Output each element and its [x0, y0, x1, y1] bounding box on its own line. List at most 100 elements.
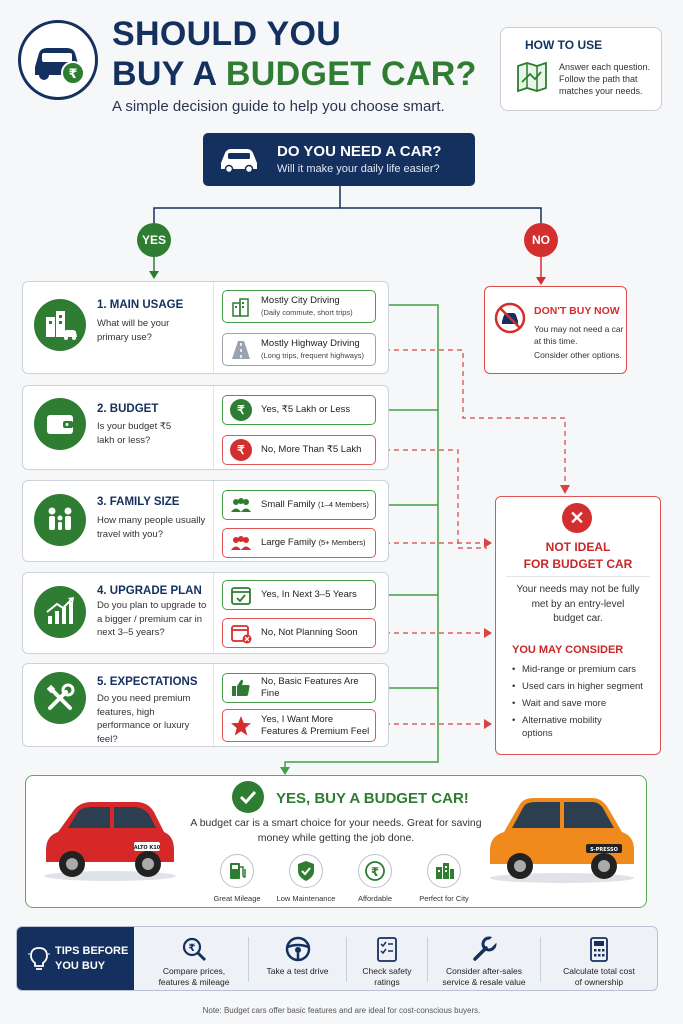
wallet-icon — [34, 398, 86, 450]
yes-result-box: ALTO K10 S-PRESSO YES, BUY A BUDGET CAR!… — [25, 775, 647, 908]
option-basic-features[interactable]: No, Basic Features Are Fine — [222, 673, 376, 703]
how-to-use-text: Answer each question. Follow the path th… — [559, 62, 651, 96]
how-to-use-panel: HOW TO USE Answer each question. Follow … — [500, 27, 662, 111]
option-label: Yes, I Want More Features & Premium Feel — [261, 713, 370, 737]
title-line-2: BUY A BUDGET CAR? — [112, 54, 477, 94]
tips-title-line-2: YOU BUY — [55, 960, 106, 972]
road-icon — [230, 339, 252, 361]
how-to-use-title: HOW TO USE — [525, 38, 603, 52]
page-title: SHOULD YOU BUY A BUDGET CAR? — [112, 14, 477, 94]
option-large-family[interactable]: Large Family (5+ Members) — [222, 528, 376, 558]
option-upgrade-no[interactable]: No, Not Planning Soon — [222, 618, 376, 648]
separator — [248, 937, 249, 982]
page-subtitle: A simple decision guide to help you choo… — [112, 98, 445, 115]
option-label: No, More Than ₹5 Lakh — [261, 444, 362, 455]
option-premium-features[interactable]: Yes, I Want More Features & Premium Feel — [222, 709, 376, 742]
consider-list: Mid-range or premium cars Used cars in h… — [512, 663, 656, 744]
option-label: Mostly City Driving — [261, 294, 340, 306]
option-upgrade-yes[interactable]: Yes, In Next 3–5 Years — [222, 580, 376, 610]
title-line-2-b: BUDGET CAR? — [225, 55, 477, 93]
question-upgrade-plan: 4. UPGRADE PLAN Do you plan to upgrade t… — [22, 572, 389, 654]
list-item: Mid-range or premium cars — [512, 663, 656, 676]
separator — [540, 937, 541, 982]
close-x-icon: ✕ — [562, 503, 592, 533]
family-icon — [34, 494, 86, 546]
red-hatchback-car-image: ALTO K10 — [40, 788, 180, 888]
option-label: No, Basic Features Are Fine — [261, 676, 359, 699]
feature-label: Affordable — [357, 894, 393, 903]
option-budget-yes[interactable]: ₹ Yes, ₹5 Lakh or Less — [222, 395, 376, 425]
tips-title-line-1: TIPS BEFORE — [55, 945, 129, 957]
not-ideal-desc: Your needs may not be fully met by an en… — [516, 584, 640, 624]
not-ideal-title: NOT IDEAL FOR BUDGET CAR — [496, 539, 660, 573]
tips-bar: TIPS BEFORE YOU BUY ₹ Compare prices, fe… — [16, 926, 658, 991]
option-highway-driving[interactable]: Mostly Highway Driving(Long trips, frequ… — [222, 333, 376, 366]
tip-after-sales: Consider after-sales service & resale va… — [428, 927, 540, 990]
tips-header: TIPS BEFORE YOU BUY — [17, 927, 134, 990]
dont-buy-title: DON'T BUY NOW — [534, 305, 620, 317]
yes-result-title: YES, BUY A BUDGET CAR! — [276, 790, 469, 807]
question-5-desc: Do you need premium features, high perfo… — [97, 693, 191, 745]
top-question-title: DO YOU NEED A CAR? — [277, 143, 442, 160]
feature-affordable: ₹ Affordable — [340, 854, 410, 903]
dont-buy-text: You may not need a car at this time. Con… — [534, 323, 624, 361]
option-label: Large Family — [261, 537, 316, 548]
rupee-icon: ₹ — [358, 854, 392, 888]
wrench-icon — [470, 935, 498, 963]
not-ideal-box: ✕ NOT IDEAL FOR BUDGET CAR Your needs ma… — [495, 496, 661, 755]
no-car-icon — [493, 301, 527, 340]
list-item: Used cars in higher segment — [512, 680, 656, 693]
dont-buy-line-1: You may not need a car at this time. — [534, 324, 624, 346]
feature-label: Perfect for City — [419, 894, 469, 903]
tip-total-cost: Calculate total cost of ownership — [541, 927, 657, 990]
option-small-family[interactable]: Small Family (1–4 Members) — [222, 490, 376, 520]
option-city-driving[interactable]: Mostly City Driving(Daily commute, short… — [222, 290, 376, 323]
feature-great-mileage: Great Mileage — [202, 854, 272, 903]
thumbs-up-icon — [230, 677, 252, 699]
list-item: Wait and save more — [512, 697, 656, 710]
fuel-pump-icon — [220, 854, 254, 888]
feature-low-maintenance: Low Maintenance — [271, 854, 341, 903]
checkmark-icon — [232, 781, 264, 813]
tip-text: Compare prices, features & mileage — [158, 966, 230, 987]
tip-text: Check safety ratings — [362, 966, 412, 987]
tip-compare-prices: ₹ Compare prices, features & mileage — [139, 927, 249, 990]
tip-text: Take a test drive — [266, 966, 329, 976]
separator — [427, 937, 428, 982]
option-note: (Long trips, frequent highways) — [261, 350, 364, 360]
option-budget-no[interactable]: ₹ No, More Than ₹5 Lakh — [222, 435, 376, 465]
car-right-badge: S-PRESSO — [590, 847, 618, 853]
not-ideal-title-line-2: FOR BUDGET CAR — [523, 557, 633, 571]
dont-buy-now-box: DON'T BUY NOW You may not need a car at … — [484, 286, 627, 374]
svg-text:₹: ₹ — [68, 67, 77, 82]
rupee-icon: ₹ — [230, 399, 252, 421]
orange-hatchback-car-image: S-PRESSO — [484, 790, 639, 890]
option-note: (Daily commute, short trips) — [261, 307, 353, 317]
tips-title: TIPS BEFORE YOU BUY — [55, 944, 128, 974]
question-divider — [213, 481, 214, 561]
not-ideal-title-line-1: NOT IDEAL — [545, 540, 611, 554]
tip-safety-ratings: Check safety ratings — [347, 927, 427, 990]
checklist-icon — [373, 935, 401, 963]
lightbulb-icon — [27, 945, 51, 978]
svg-text:₹: ₹ — [371, 865, 379, 879]
city-icon — [427, 854, 461, 888]
growth-chart-icon — [34, 586, 86, 638]
question-3-title: 3. FAMILY SIZE — [97, 496, 180, 508]
tools-icon — [34, 672, 86, 724]
feature-perfect-for-city: Perfect for City — [409, 854, 479, 903]
option-label: Mostly Highway Driving — [261, 337, 360, 349]
tip-text: Consider after-sales service & resale va… — [442, 966, 526, 987]
list-item: Alternative mobility options — [512, 714, 612, 740]
option-note: (1–4 Members) — [318, 500, 369, 509]
feature-label: Low Maintenance — [276, 894, 336, 903]
question-2-title: 2. BUDGET — [97, 403, 159, 415]
yes-badge: YES — [137, 223, 171, 257]
top-question-box: DO YOU NEED A CAR? Will it make your dai… — [203, 133, 475, 186]
option-label: Yes, In Next 3–5 Years — [261, 589, 357, 600]
calendar-x-icon — [230, 622, 252, 644]
question-divider — [213, 386, 214, 469]
yes-result-desc: A budget car is a smart choice for your … — [190, 817, 482, 844]
question-4-title: 4. UPGRADE PLAN — [97, 585, 202, 597]
